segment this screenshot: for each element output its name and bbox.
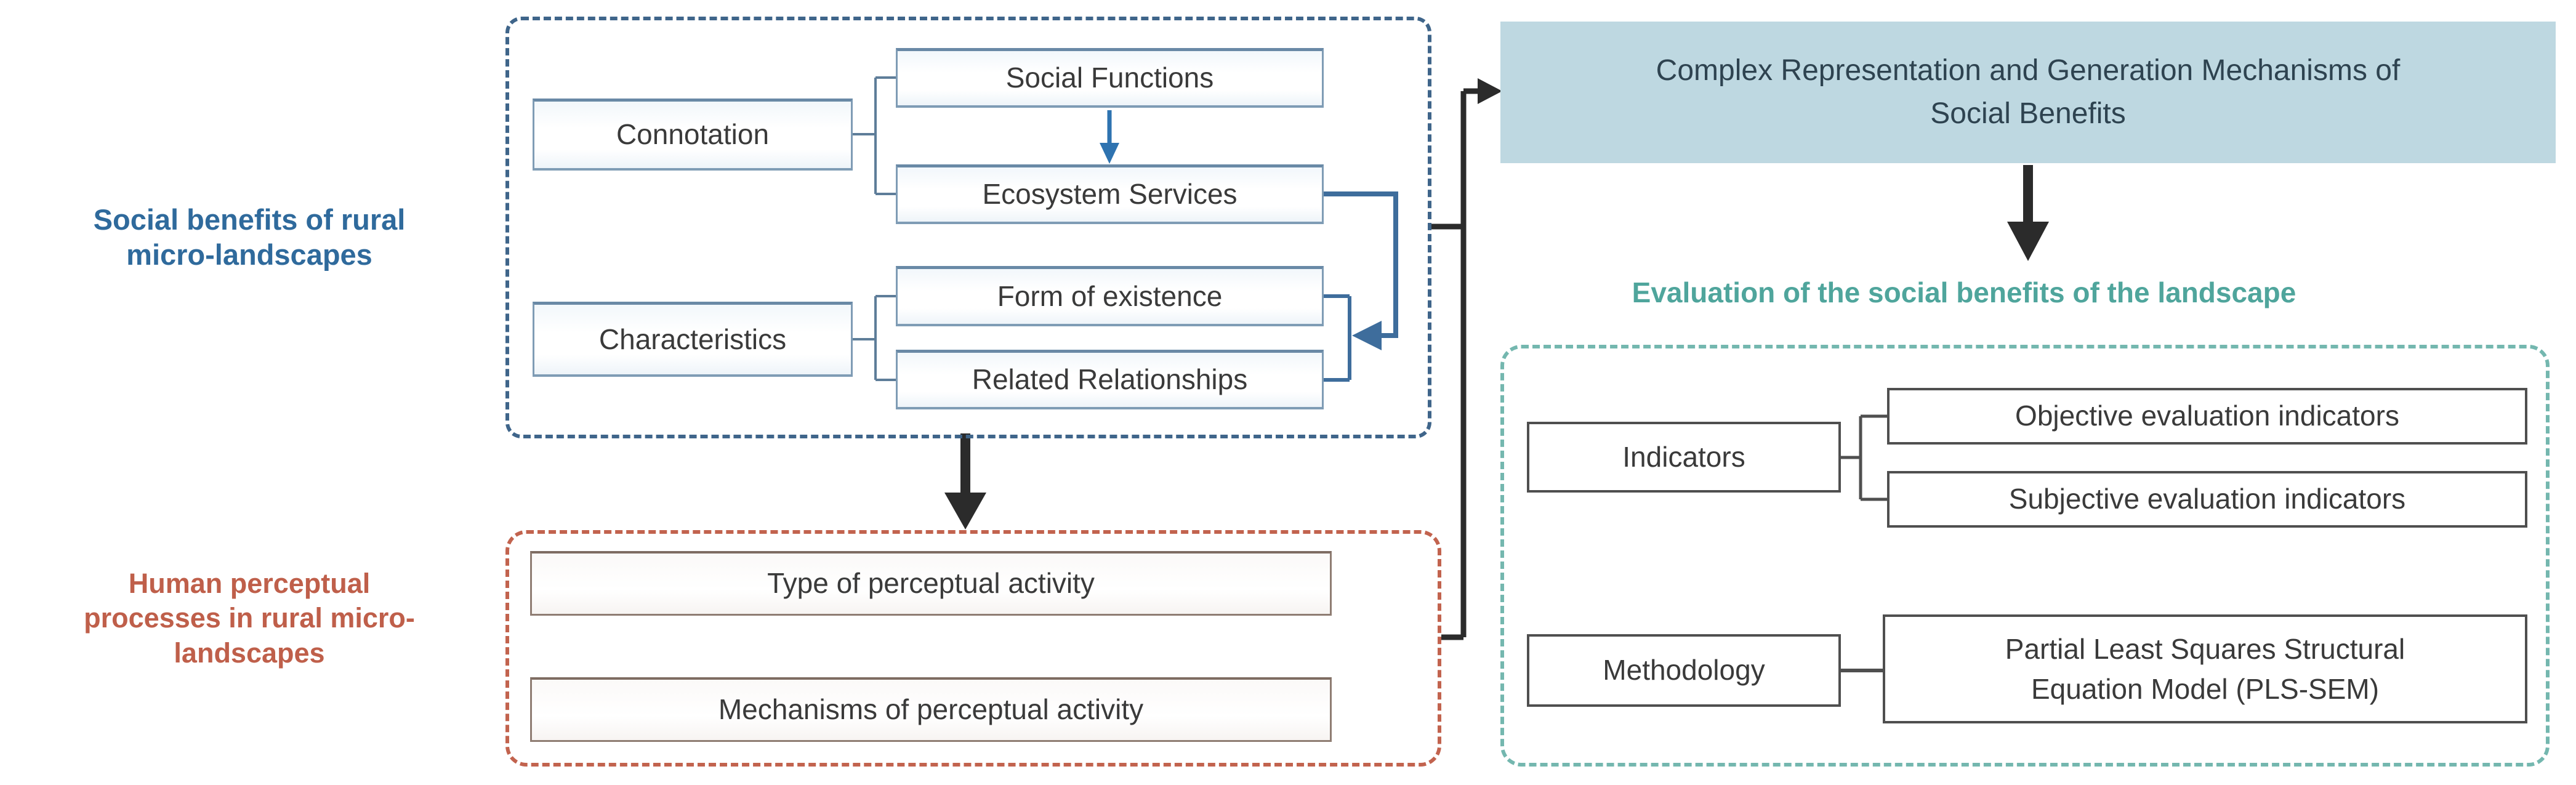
node-social-functions-label: Social Functions [1005,62,1214,94]
node-social-functions: Social Functions [896,48,1324,108]
heading-social-benefits: Social benefits of rural micro-landscape… [93,203,406,272]
node-connotation: Connotation [533,99,853,171]
node-form-of-existence: Form of existence [896,266,1324,326]
node-mechanisms-of-perceptual-activity-label: Mechanisms of perceptual activity [718,693,1144,726]
node-subjective-indicators: Subjective evaluation indicators [1887,471,2527,528]
node-pls-sem: Partial Least Squares Structural Equatio… [1883,614,2527,723]
node-related-relationships: Related Relationships [896,350,1324,409]
node-objective-indicators-label: Objective evaluation indicators [2015,400,2399,432]
node-characteristics-label: Characteristics [598,323,787,355]
node-ecosystem-services: Ecosystem Services [896,164,1324,224]
heading-human-perceptual: Human perceptual processes in rural micr… [84,568,415,669]
heading-evaluation: Evaluation of the social benefits of the… [1632,276,2296,308]
arrow-complex-to-evaluation-head [2007,222,2049,261]
node-subjective-indicators-label: Subjective evaluation indicators [2008,483,2406,515]
node-indicators: Indicators [1527,422,1841,493]
node-characteristics: Characteristics [533,302,853,377]
arrow-blue-to-orange-head [944,493,986,529]
node-ecosystem-services-label: Ecosystem Services [982,178,1238,211]
node-complex-representation: Complex Representation and Generation Me… [1500,22,2556,163]
node-type-of-perceptual-activity-label: Type of perceptual activity [767,567,1095,600]
group-human-perceptual [505,530,1441,767]
node-methodology: Methodology [1527,634,1841,707]
node-form-of-existence-label: Form of existence [997,280,1223,312]
node-type-of-perceptual-activity: Type of perceptual activity [530,551,1332,616]
node-related-relationships-label: Related Relationships [972,363,1248,396]
connector-black-to-complex-arrowhead [1478,78,1502,104]
node-indicators-label: Indicators [1622,440,1745,473]
node-connotation-label: Connotation [616,118,770,151]
node-mechanisms-of-perceptual-activity: Mechanisms of perceptual activity [530,677,1332,742]
group-social-benefits [505,17,1431,438]
group-evaluation [1500,345,2550,767]
node-methodology-label: Methodology [1603,654,1765,686]
node-objective-indicators: Objective evaluation indicators [1887,388,2527,445]
